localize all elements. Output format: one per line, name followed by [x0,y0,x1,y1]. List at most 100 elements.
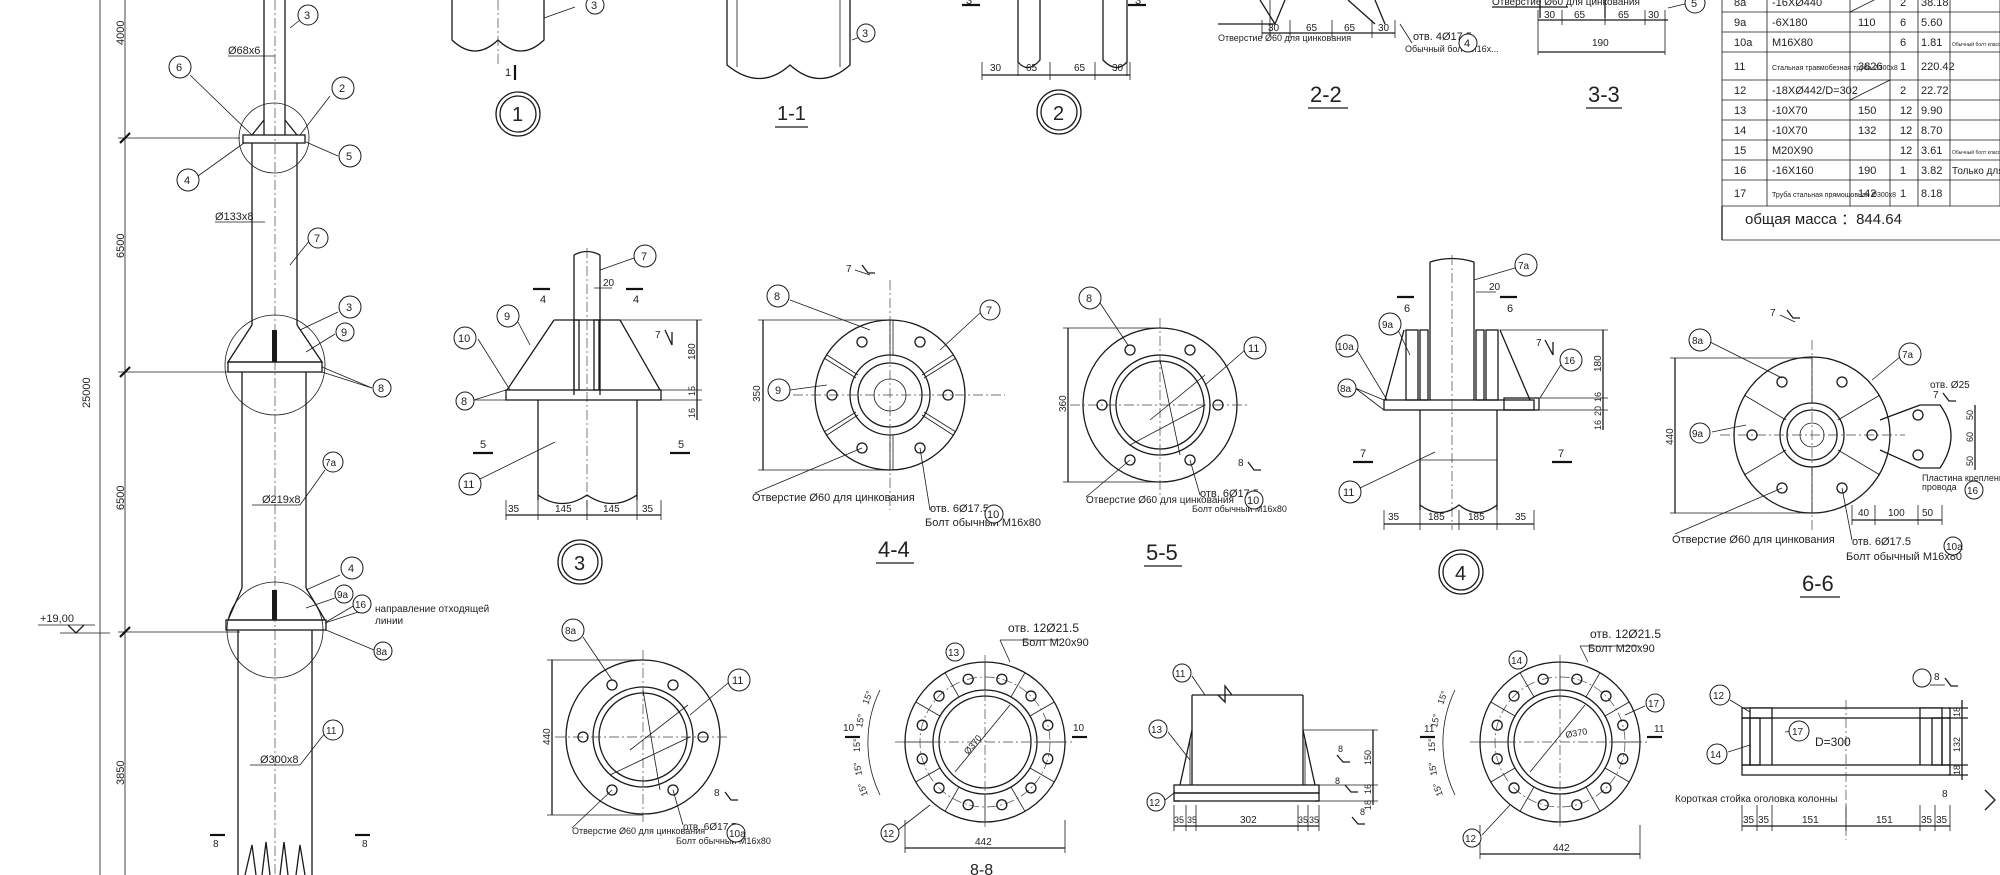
view33-dim-2: 65 [1574,10,1586,21]
sec44-callout-7: 7 [986,305,992,317]
sec66-ear-note-1: Пластина крепления [1922,473,2000,483]
bom-cell-no: 13 [1734,105,1746,117]
node4-callout-11: 11 [1343,487,1354,499]
flange2-bolt1: отв. 12Ø21.5 [1590,627,1661,641]
flange1-callout-12: 12 [883,829,895,840]
col-callout-16: 16 [355,600,367,611]
spost-weld-2: 8 [1942,789,1948,800]
bom-cell-qty: 6 [1900,37,1906,49]
flange2-callout-14: 14 [1511,656,1523,667]
sec55-callout-11: 11 [1248,343,1259,355]
fside-weld-2: 8 [1335,776,1340,786]
node3-dim-r1: 180 [687,343,698,360]
rib-line [944,672,960,698]
view33-hole: Отверстие Ø60 для цинкования [1492,0,1640,8]
sec66-weld-1: 7 [1770,308,1776,319]
bolt-hole [1617,719,1629,731]
bom-cell-qty: 1 [1900,61,1906,73]
view33-total: 190 [1592,38,1609,49]
node4-sec-6-right: 6 [1507,303,1513,315]
flange1-label: 8-8 [970,862,993,875]
column-elevation: 4000 6500 25000 6500 3850 [38,0,489,875]
sec66-bolt2: Болт обычный М16х80 [1846,551,1962,563]
flange2-bolt2: Болт М20х90 [1588,643,1655,655]
view33-dim-4: 30 [1648,10,1660,21]
flange-plan-2: Ø370 15° 15° 15° 15° 15° 11 11 442 отв. … [1420,627,1665,859]
view1-label: 1 [512,104,523,126]
section-5-5: 360 8 11 8 Отверстие Ø60 для цинкования … [1058,286,1287,567]
bolt-hole [996,799,1008,811]
bolt-hole [916,719,928,731]
rib-line [1029,701,1055,717]
node3-dim-r3: 16 [687,408,697,418]
flange1-angle-1: 15° [860,689,874,706]
bom-cell-no: 11 [1734,61,1745,73]
bolt-hole [1571,799,1583,811]
bom-cell-no: 9а [1734,17,1747,29]
view2-dim-4: 30 [1112,63,1124,74]
bom-cell-qty: 1 [1900,165,1906,177]
view22-dim-1: 30 [1268,23,1280,34]
flange1-sec-right: 10 [1073,723,1085,734]
spost-dim-4: 151 [1876,815,1893,826]
bom-cell-no: 14 [1734,125,1746,137]
node3-dim-r2: 15 [687,386,697,396]
view22-callout: 4 [1464,38,1470,50]
sec66-callout-8a: 8а [1692,336,1704,347]
bom-cell-qty: 2 [1900,0,1906,9]
bom-cell-no: 15 [1734,145,1746,157]
flange1-bolt1: отв. 12Ø21.5 [1008,621,1079,635]
rib-line [915,767,941,783]
view1-mark: 1 [505,67,511,79]
flange1-bolt2: Болт М20х90 [1022,637,1089,649]
view2-dim-1: 30 [990,63,1002,74]
section-7-7: 440 8а 11 8 Отверстие Ø60 для цинкования… [542,618,771,846]
sec55-hole: Отверстие Ø60 для цинкования [1086,495,1234,506]
bom-cell-qty: 12 [1900,145,1912,157]
bolt-hole [1025,782,1037,794]
node3-sec-4-left: 4 [540,294,546,306]
spost-callout-12: 12 [1713,691,1725,702]
view2-dim-3: 65 [1074,63,1086,74]
bom-cell-note: Обычный болт класса 8.8 с двумя гайками [1952,149,2000,156]
rib-line [1585,672,1601,698]
flange2-callout-17: 17 [1648,699,1660,710]
bom-cell-len: 150 [1858,105,1876,117]
sec66-ear-dim-2: 60 [1965,432,1975,442]
short-post-note: Короткая стойка оголовка колонны [1675,794,1837,805]
bom-cell-mass: 220.42 [1921,61,1955,73]
sec77-bolt2: Болт обычный М16х80 [676,836,771,846]
bolt-hole [1537,799,1549,811]
node4-callout-7a: 7а [1518,261,1530,272]
spost-weld-1: 8 [1934,672,1940,683]
rib-line [1029,767,1055,783]
node3-dim-top: 20 [603,278,615,289]
flange1-angle-5: 15° [856,781,870,798]
pipe-133x8: Ø133x8 [215,211,254,223]
node4-dim-b2: 185 [1428,512,1445,523]
bom-cell-note: Обычный болт класса 8.8 с двумя гайками [1952,41,2000,48]
sec55-label: 5-5 [1146,540,1178,565]
section-4-4: 350 7 8 7 9 Отверстие Ø60 для цинкования… [752,264,1041,564]
pipe-300x8: Ø300x8 [260,754,299,766]
sec66-callout-7a: 7а [1902,350,1914,361]
fside-dim-r1: 150 [1363,750,1373,765]
view33-dim-3: 65 [1618,10,1630,21]
col-callout-8: 8 [378,383,384,395]
col-callout-8a: 8а [376,647,388,658]
node3-dim-b4: 35 [642,504,654,515]
view22-dim-2: 65 [1306,23,1318,34]
view22-dim-4: 30 [1378,23,1390,34]
sec66-callout-10a: 10а [1946,542,1963,553]
direction-note-2: линии [375,616,403,627]
bom-cell-mass: 8.18 [1921,188,1942,200]
node4-dim-r2: 16 [1593,392,1603,402]
spost-callout-14: 14 [1710,750,1722,761]
fside-dim-r2: 16 [1363,784,1373,794]
sec66-ear-note-2: провода [1922,482,1957,492]
sec44-weld: 7 [846,264,852,275]
